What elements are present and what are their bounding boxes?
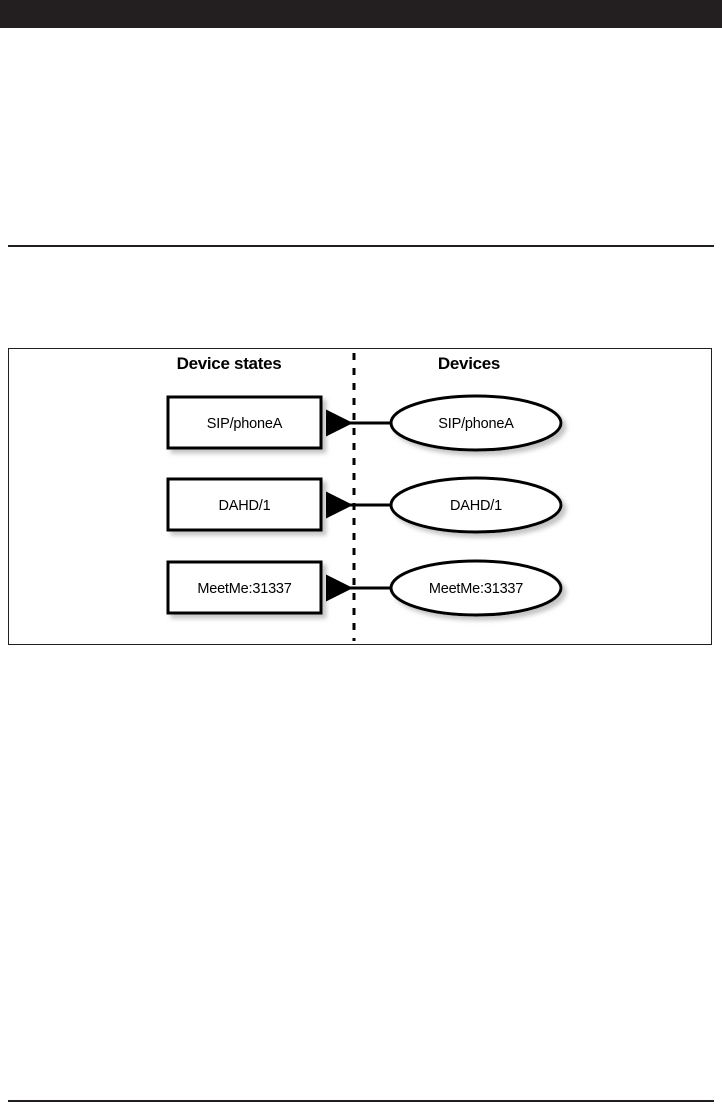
device-ellipse-label: MeetMe:31337	[429, 581, 523, 597]
footer-rule	[8, 1100, 714, 1102]
state-box-label: DAHD/1	[219, 498, 271, 514]
figure-diagram: SIP/phoneA SIP/phoneA DAHD/1 DAHD/1 Meet…	[166, 353, 563, 641]
state-box-label: SIP/phoneA	[207, 416, 283, 432]
column-heading-device-states: Device states	[176, 354, 282, 373]
page-header-bar	[0, 0, 722, 28]
figure-frame: Device states Devices SIP/phoneA	[8, 348, 712, 645]
row-dahd-1: DAHD/1 DAHD/1	[166, 476, 563, 534]
state-box	[166, 395, 323, 450]
device-ellipse-label: SIP/phoneA	[438, 416, 514, 432]
column-heading-devices: Devices	[437, 354, 501, 373]
row-meetme-31337: MeetMe:31337 MeetMe:31337	[166, 559, 563, 617]
device-ellipse-label: DAHD/1	[450, 498, 502, 514]
header-rule	[8, 245, 714, 247]
state-box-label: MeetMe:31337	[197, 581, 291, 597]
state-box	[166, 477, 323, 532]
row-sip-phonea: SIP/phoneA SIP/phoneA	[166, 394, 563, 452]
state-box	[166, 560, 323, 615]
